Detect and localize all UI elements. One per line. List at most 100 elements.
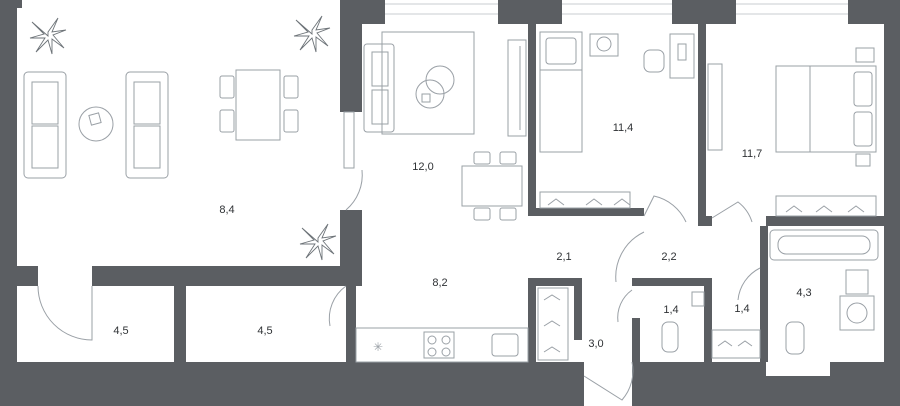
- wall-bottom-left: [0, 362, 346, 406]
- pillow: [853, 111, 873, 147]
- sofa-small-cushion-1: [371, 51, 389, 87]
- bedroom1-furniture: [539, 31, 695, 209]
- counter: [355, 327, 529, 363]
- dining-table: [235, 69, 281, 141]
- door-hall: [328, 285, 347, 327]
- nightstand: [855, 47, 875, 63]
- chair-1: [473, 151, 491, 165]
- door-storage-1: [37, 285, 93, 341]
- bathtub: [769, 229, 879, 261]
- bathtub-inner: [777, 235, 871, 255]
- wall-bottom-right-a: [632, 362, 766, 406]
- sofa-left-cushion-2: [31, 125, 59, 169]
- rug: [381, 31, 475, 135]
- nightstand: [855, 153, 871, 167]
- chair-2: [499, 151, 517, 165]
- wall-bedroom2-bottom-stub: [698, 216, 712, 226]
- kitchen-counter: ✳: [355, 327, 529, 363]
- wall-bottom-notch: [766, 376, 830, 406]
- hanger-icon: [543, 294, 561, 353]
- wall-storage-divider: [174, 286, 186, 366]
- door-living: [345, 169, 363, 211]
- wall-top-seg-2: [498, 0, 562, 24]
- chair-2: [219, 109, 235, 133]
- hanger-icon: [785, 205, 865, 213]
- wall-hall-left: [346, 286, 356, 362]
- sofa-small-cushion-2: [371, 89, 389, 125]
- burner: [427, 347, 437, 357]
- door-bedroom-1: [643, 195, 687, 223]
- pillow: [545, 37, 577, 65]
- area-label-bedroom-1: 11,4: [613, 122, 634, 134]
- area-label-wardrobe: 3,0: [588, 338, 603, 350]
- nightstand: [589, 33, 619, 57]
- bedroom2-furniture: [707, 47, 877, 217]
- sofa-right-cushion-1: [133, 81, 161, 125]
- washing-machine: [839, 295, 875, 331]
- area-label-hall: 8,2: [432, 277, 447, 289]
- double-bed: [775, 65, 877, 153]
- sofa-left-cushion-1: [31, 81, 59, 125]
- closet-rail: [711, 329, 761, 359]
- wall-bath-left: [760, 226, 768, 362]
- sink-small: [691, 291, 705, 307]
- wall-top-seg-3: [672, 0, 736, 24]
- kitchen-living-furniture: [343, 31, 527, 221]
- wall-wc-right: [704, 278, 712, 362]
- door-entrance: [583, 361, 634, 401]
- doors: [37, 169, 761, 401]
- washing-machine-drum: [846, 302, 868, 324]
- pouf: [425, 65, 455, 95]
- desk: [669, 33, 695, 79]
- desk-chair: [643, 49, 665, 73]
- wall-wc-top: [632, 278, 712, 286]
- wall-top-seg-1: [340, 0, 385, 24]
- area-label-kitchen-living: 12,0: [412, 161, 433, 173]
- wall-wardrobe-top: [528, 278, 574, 286]
- lamp-icon: [596, 36, 612, 52]
- burner: [441, 347, 451, 357]
- monitor: [677, 43, 687, 61]
- stove: [423, 331, 455, 359]
- toilet: [785, 321, 805, 355]
- wall-living-bottom-a: [0, 266, 38, 286]
- wall-right: [884, 0, 900, 406]
- wall-top-left: [0, 0, 22, 8]
- sofa-left: [23, 71, 67, 179]
- living-furniture: [23, 69, 299, 179]
- toilet: [661, 321, 679, 353]
- area-label-wc: 1,4: [663, 304, 678, 316]
- area-label-storage-2: 4,5: [257, 325, 272, 337]
- wall-bedroom1-left: [528, 24, 536, 216]
- sofa-right-cushion-2: [133, 125, 161, 169]
- dining-table-small: [461, 165, 523, 207]
- chair-4: [283, 109, 299, 133]
- wardrobe-rail: [775, 195, 877, 217]
- book-icon: [88, 112, 102, 126]
- area-label-bedroom-2: 11,7: [742, 148, 763, 160]
- hanger-icon: [717, 340, 753, 347]
- window-frame: [343, 111, 355, 169]
- sofa-right: [125, 71, 169, 179]
- wall-bottom-right-b: [830, 362, 900, 406]
- area-label-storage-1: 4,5: [113, 325, 128, 337]
- bathroom-furniture: [769, 229, 879, 355]
- coffee-table: [78, 106, 114, 142]
- sofa-small: [363, 43, 395, 133]
- chair-3: [283, 75, 299, 99]
- plant-icon: [299, 223, 337, 261]
- plant-icon: [29, 17, 67, 55]
- wall-wc-left: [632, 318, 640, 362]
- book-icon: [421, 93, 431, 103]
- wall-bedroom1-bottom: [528, 208, 644, 216]
- burner: [441, 335, 451, 345]
- burner: [427, 335, 437, 345]
- wc-furniture: [661, 291, 705, 353]
- sink: [491, 333, 519, 357]
- area-labels: 8,4 12,0 11,4 11,7 8,2 2,1 2,2 4,5 4,5 3…: [113, 122, 811, 350]
- chair-3: [473, 207, 491, 221]
- pillow: [853, 71, 873, 107]
- area-label-corridor: 2,1: [556, 251, 571, 263]
- wall-bottom-mid: [346, 362, 584, 406]
